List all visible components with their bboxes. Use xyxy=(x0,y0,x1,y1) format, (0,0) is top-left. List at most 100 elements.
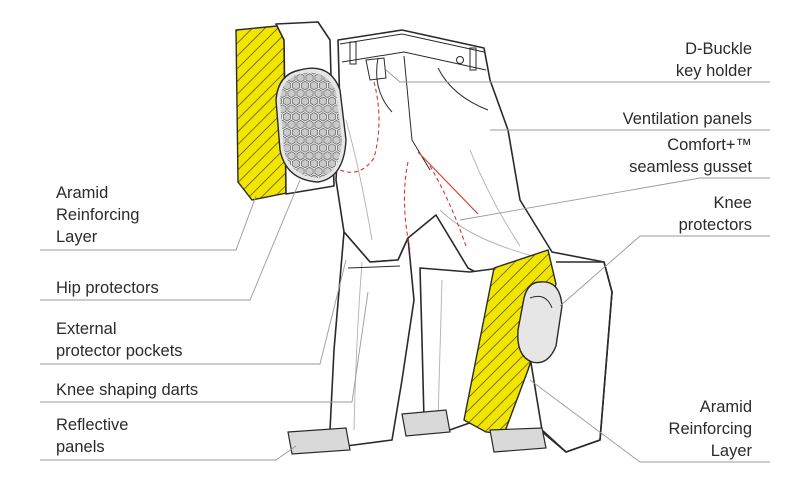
hip-pad-cell xyxy=(287,135,296,145)
hip-pad-cell xyxy=(283,96,291,106)
hip-pad-cell xyxy=(310,159,318,169)
hip-pad-cell xyxy=(319,159,327,169)
hip-pad-cell xyxy=(292,112,300,122)
hip-pad-cell xyxy=(287,104,296,114)
hip-pad-cell xyxy=(314,166,323,176)
hip-pad-cell xyxy=(292,127,300,137)
hip-pad-cell xyxy=(310,81,318,91)
leader-d-buckle xyxy=(385,69,770,83)
svg-text:key holder: key holder xyxy=(676,62,753,80)
hip-pad-cell xyxy=(323,120,332,130)
hip-pad-cell xyxy=(323,135,332,145)
leader-knee-protectors xyxy=(559,235,770,307)
leader-reflective xyxy=(40,445,297,461)
label-ventilation: Ventilation panels xyxy=(623,110,752,128)
hip-pad-cell xyxy=(292,143,300,153)
hip-pad-cell xyxy=(305,120,314,130)
leader-hip xyxy=(40,179,301,301)
leader-comfort xyxy=(459,177,770,221)
hip-pad-cell xyxy=(301,81,309,91)
leader-aramid-left xyxy=(40,195,257,251)
svg-text:Layer: Layer xyxy=(56,228,98,246)
hip-pad-cell xyxy=(296,73,305,83)
hip-pad-cell xyxy=(314,88,323,98)
hip-pad-cell xyxy=(310,96,318,106)
hip-pad-cell xyxy=(319,96,327,106)
hip-pad-cell xyxy=(287,120,296,130)
hip-pad-cell xyxy=(296,135,305,145)
hip-pad-cell xyxy=(328,143,336,153)
hip-pad-cell xyxy=(283,112,291,122)
leader-pockets xyxy=(40,259,347,365)
label-aramid-right: Aramid Reinforcing Layer xyxy=(669,398,753,460)
hip-pad-cell xyxy=(301,112,309,122)
hip-pad-cell xyxy=(323,104,332,114)
svg-text:Reflective: Reflective xyxy=(56,416,128,434)
svg-text:Aramid: Aramid xyxy=(56,184,108,202)
label-knee-protectors: Knee protectors xyxy=(679,194,752,234)
hip-pad-cell xyxy=(305,73,314,83)
hip-pad-cell xyxy=(332,120,341,130)
hip-pad-cell xyxy=(310,127,318,137)
svg-text:Ventilation panels: Ventilation panels xyxy=(623,110,752,128)
svg-text:Reinforcing: Reinforcing xyxy=(669,420,752,438)
hip-pad-cell xyxy=(314,120,323,130)
hip-pad-cell xyxy=(314,135,323,145)
hip-pad-cell xyxy=(319,81,327,91)
svg-text:Knee shaping darts: Knee shaping darts xyxy=(56,381,198,399)
hip-pad-cell xyxy=(305,166,314,176)
svg-text:Hip protectors: Hip protectors xyxy=(56,279,159,297)
hip-pad-cell xyxy=(305,151,314,161)
svg-text:D-Buckle: D-Buckle xyxy=(685,40,752,58)
hip-pad-cell xyxy=(305,88,314,98)
svg-text:seamless gusset: seamless gusset xyxy=(629,158,752,176)
label-d-buckle: D-Buckle key holder xyxy=(676,40,753,80)
svg-text:protectors: protectors xyxy=(679,216,752,234)
hip-pad-cell xyxy=(292,96,300,106)
hip-pad-cell xyxy=(328,112,336,122)
hip-pad-cell xyxy=(283,127,291,137)
hip-pad-cell xyxy=(280,96,282,106)
knee-protector xyxy=(517,281,563,364)
hip-pad-cell xyxy=(292,159,300,169)
hip-pad-cell xyxy=(301,159,309,169)
hip-pad-cell xyxy=(287,88,296,98)
svg-text:panels: panels xyxy=(56,438,105,456)
svg-text:Layer: Layer xyxy=(711,442,753,460)
svg-text:Comfort+™: Comfort+™ xyxy=(667,136,752,154)
svg-text:Aramid: Aramid xyxy=(700,398,752,416)
hip-pad-cell xyxy=(323,151,332,161)
label-knee-darts: Knee shaping darts xyxy=(56,381,198,399)
label-hip-protectors: Hip protectors xyxy=(56,279,159,297)
svg-text:protector pockets: protector pockets xyxy=(56,342,183,360)
hip-pad-cell xyxy=(328,159,336,169)
hip-pad-cell xyxy=(323,88,332,98)
hip-pad-cell xyxy=(301,96,309,106)
hip-pad-cell xyxy=(328,127,336,137)
label-comfort: Comfort+™ seamless gusset xyxy=(629,136,752,176)
leader-lines xyxy=(40,69,770,463)
hip-pad-cell xyxy=(296,88,305,98)
hip-pad-cell xyxy=(305,135,314,145)
hip-pad-cell xyxy=(296,104,305,114)
hip-pad-cell xyxy=(328,96,336,106)
gusset-seams xyxy=(339,81,479,251)
label-reflective: Reflective panels xyxy=(56,416,128,456)
hip-pad-cell xyxy=(314,151,323,161)
label-aramid-left: Aramid Reinforcing Layer xyxy=(56,184,139,246)
hip-pad-cell xyxy=(283,143,291,153)
leader-knee-darts xyxy=(40,291,369,403)
svg-text:External: External xyxy=(56,320,117,338)
leader-aramid-right xyxy=(529,379,770,463)
label-external-pockets: External protector pockets xyxy=(56,320,183,360)
hip-pad-cell xyxy=(319,143,327,153)
hip-pad-cell xyxy=(296,151,305,161)
trousers-left-leg xyxy=(287,231,415,455)
hip-pad-cell xyxy=(280,112,282,122)
svg-text:Reinforcing: Reinforcing xyxy=(56,206,139,224)
hip-pad-cell xyxy=(305,104,314,114)
hip-pad-cell xyxy=(332,135,341,145)
svg-text:Knee: Knee xyxy=(713,194,752,212)
hip-pad-cell xyxy=(296,120,305,130)
